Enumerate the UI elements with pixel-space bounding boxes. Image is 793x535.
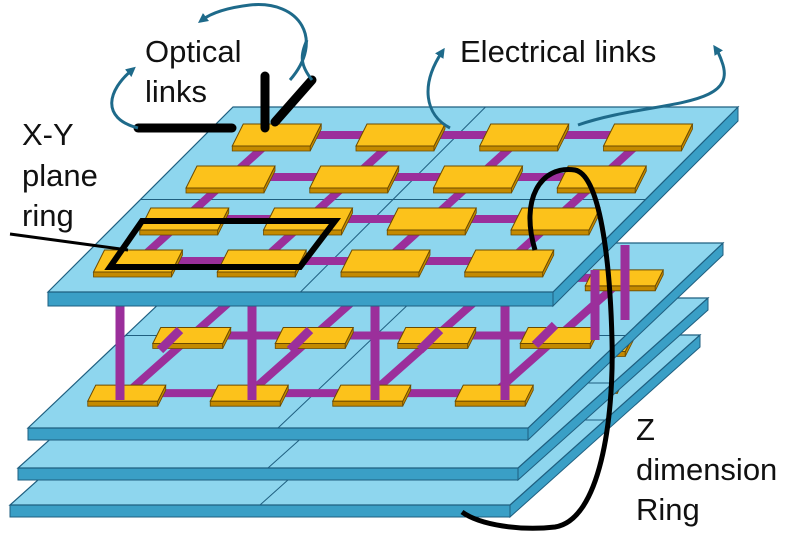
chip: [355, 123, 446, 147]
chip: [274, 327, 355, 344]
chip: [510, 207, 601, 231]
chip-edge: [464, 271, 544, 278]
chip-edge: [556, 187, 636, 194]
z-dimension-ring: [460, 167, 615, 531]
svg-text:ring: ring: [22, 198, 74, 233]
chip-edge: [433, 187, 512, 194]
chip-edge: [93, 271, 172, 278]
link: [286, 326, 314, 354]
chip: [386, 207, 478, 231]
chip-edge: [309, 187, 389, 194]
chip: [602, 123, 694, 147]
chip: [463, 249, 555, 273]
link: [156, 326, 184, 354]
svg-text:Ring: Ring: [636, 492, 700, 527]
chip-edge: [274, 343, 346, 349]
svg-text:Optical: Optical: [145, 34, 241, 69]
chip: [454, 384, 535, 402]
board-front-edge: [17, 467, 519, 481]
svg-text:Z: Z: [636, 412, 655, 447]
chip-edge: [479, 145, 559, 152]
z-links: [115, 245, 630, 400]
chip-edge: [397, 343, 469, 349]
electrical-arrows: [426, 44, 726, 130]
chip: [231, 123, 323, 147]
link: [531, 321, 559, 349]
chip: [308, 165, 400, 189]
chip: [340, 249, 431, 273]
chip-edge: [340, 271, 420, 278]
chip-edge: [386, 229, 466, 236]
chip-edge: [231, 145, 311, 152]
chip-edge: [216, 271, 296, 278]
svg-text:X-Y: X-Y: [22, 117, 74, 152]
optical-arrows: [110, 3, 314, 130]
chip-edge: [87, 400, 159, 407]
layer-1-board: [46, 105, 740, 308]
chip: [185, 165, 276, 189]
chip-edge: [209, 400, 281, 407]
chip-edge: [185, 187, 265, 194]
svg-text:dimension: dimension: [636, 452, 777, 487]
chip: [86, 384, 167, 402]
xy-plane-ring: [9, 218, 342, 270]
optical-connectors: [133, 71, 317, 133]
board-front-edge: [27, 427, 529, 441]
svg-text:links: links: [145, 74, 207, 109]
electrical-links-label: Electrical links: [460, 34, 656, 69]
chip-edge: [332, 400, 404, 407]
board-front-edge: [47, 291, 554, 307]
chip-edge: [139, 229, 219, 236]
chip-edge: [603, 145, 682, 152]
xy-plane-ring-label: X-Y plane ring: [22, 117, 98, 233]
z-dimension-ring-label: Z dimension Ring: [636, 412, 777, 527]
optical-links-label: Optical links: [145, 34, 241, 109]
chip-edge: [355, 145, 435, 152]
chip: [478, 123, 570, 147]
chip-edge: [519, 343, 591, 349]
board-front-edge: [9, 504, 511, 518]
chip: [519, 327, 600, 344]
link: [416, 326, 444, 354]
chip: [432, 165, 524, 189]
chip-edge: [454, 400, 526, 407]
chip-edge: [510, 229, 590, 236]
svg-text:plane: plane: [22, 158, 98, 193]
